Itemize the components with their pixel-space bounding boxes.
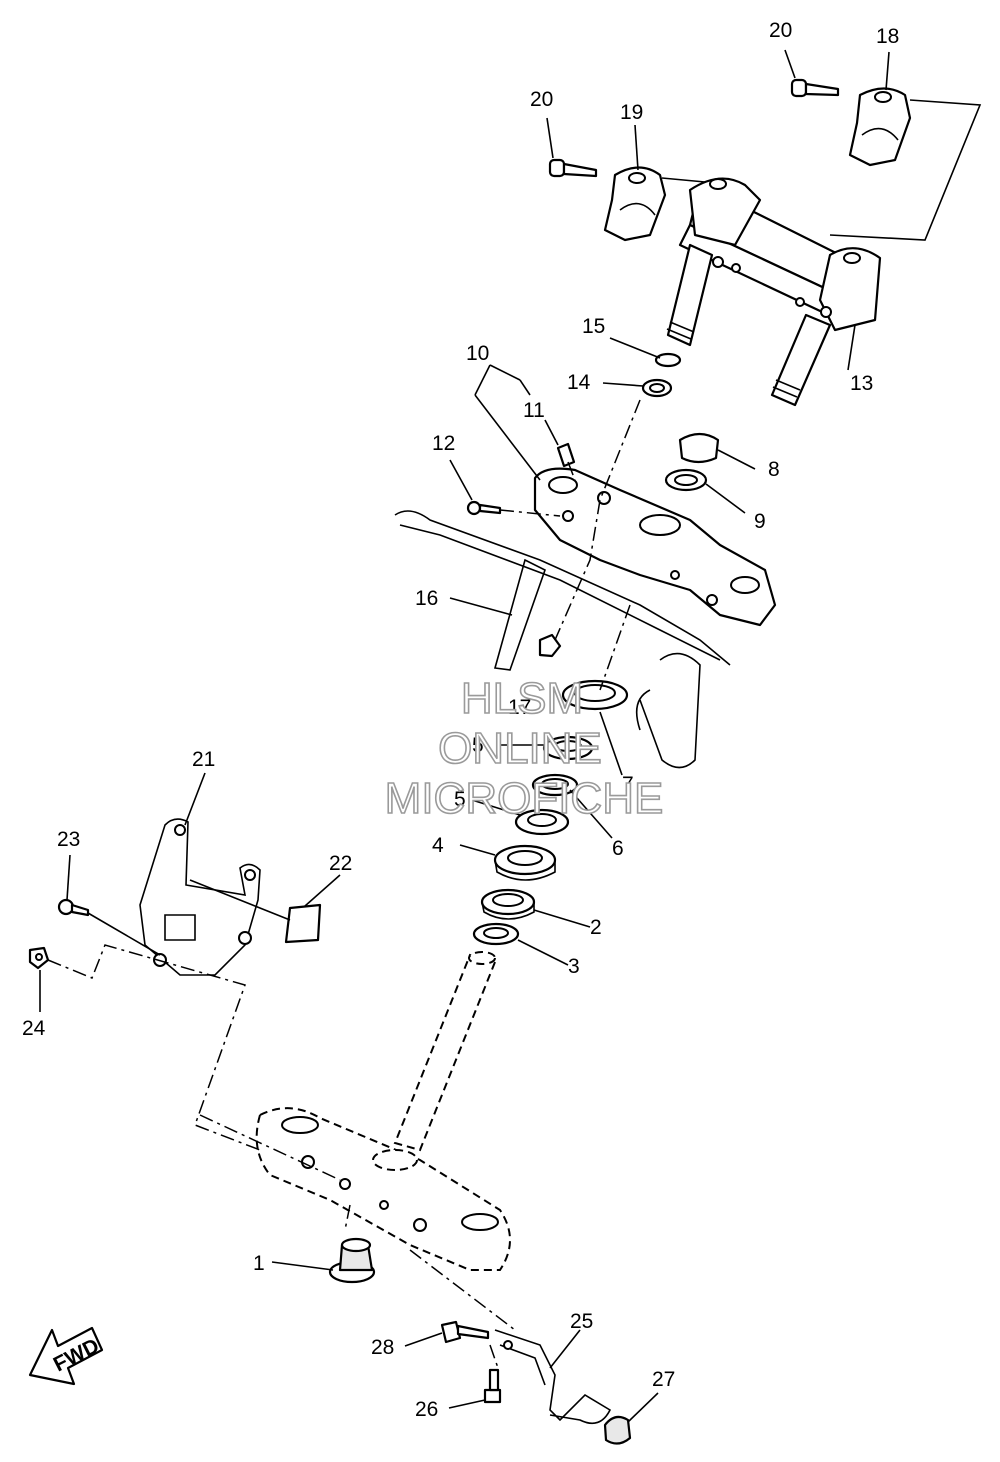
handlebar-holder-part-13 <box>666 177 882 407</box>
washer-part-9 <box>664 468 708 492</box>
leader-lines <box>39 49 982 1423</box>
bolt-part-20-upper <box>790 78 840 98</box>
watermark-line-2: ONLINE <box>438 724 602 773</box>
nut-part-8 <box>678 432 720 464</box>
callout-21: 21 <box>192 748 215 771</box>
callout-9: 9 <box>754 510 766 533</box>
nut-part-24 <box>28 946 50 970</box>
bolt-part-20-lower <box>548 158 598 178</box>
handlebar-clamp-part-19 <box>603 166 667 242</box>
callout-2: 2 <box>590 916 602 939</box>
bolt-part-28 <box>440 1320 490 1344</box>
callout-20a: 20 <box>769 19 792 42</box>
bracket-part-25 <box>494 1329 612 1425</box>
cable-guide-part-16 <box>394 510 731 769</box>
dust-seal-part-4 <box>493 844 557 881</box>
pad-part-22 <box>284 903 322 944</box>
bolt-part-23 <box>57 898 90 917</box>
callout-19: 19 <box>620 101 643 124</box>
callout-16: 16 <box>415 587 438 610</box>
callout-12: 12 <box>432 432 455 455</box>
bolt-part-12 <box>466 500 502 516</box>
callout-11: 11 <box>523 399 545 422</box>
lower-bracket-stem <box>255 951 511 1271</box>
callout-17: 17 <box>508 696 531 719</box>
ring-nut-part-7 <box>561 679 629 711</box>
collar-part-1 <box>328 1237 376 1284</box>
callout-10: 10 <box>466 342 489 365</box>
nut-part-17 <box>538 633 562 658</box>
watermark-line-1: HLSM <box>461 674 583 723</box>
callout-8: 8 <box>768 458 780 481</box>
bolt-part-11 <box>556 442 576 468</box>
callout-14: 14 <box>567 371 591 394</box>
callout-20b: 20 <box>530 88 553 111</box>
race-part-3 <box>472 922 520 946</box>
bolt-part-26 <box>483 1368 502 1404</box>
callout-18: 18 <box>876 25 899 48</box>
callout-25: 25 <box>570 1310 593 1333</box>
cap-part-27 <box>603 1415 632 1445</box>
callout-24: 24 <box>22 1017 46 1040</box>
callout-7: 7 <box>622 773 634 796</box>
upper-bracket-part-10 <box>533 467 777 627</box>
callout-1: 1 <box>253 1252 265 1275</box>
callout-28: 28 <box>371 1336 394 1359</box>
washer-part-15 <box>654 352 682 368</box>
callout-6: 6 <box>612 837 624 860</box>
callout-5b: 5 <box>454 788 466 811</box>
callout-13: 13 <box>850 372 873 395</box>
fwd-arrow-icon: FWD <box>28 1326 104 1386</box>
callout-23: 23 <box>57 828 80 851</box>
washer-part-14 <box>641 378 673 398</box>
watermark-line-3: MICROFICHE <box>385 774 664 823</box>
callout-3: 3 <box>568 955 580 978</box>
callout-labels: 1 2 3 4 5 5 6 7 8 9 10 11 12 13 14 15 16… <box>22 19 899 1421</box>
callout-27: 27 <box>652 1368 675 1391</box>
callout-15: 15 <box>582 315 605 338</box>
bracket-part-21 <box>139 818 261 976</box>
ring-nut-part-5-lower <box>514 808 570 836</box>
bearing-part-2 <box>480 888 536 920</box>
callout-5a: 5 <box>472 734 484 757</box>
watermark: HLSM ONLINE MICROFICHE <box>384 673 664 824</box>
callout-22: 22 <box>329 852 352 875</box>
callout-26: 26 <box>415 1398 438 1421</box>
handlebar-clamp-part-18 <box>848 87 912 167</box>
washer-part-6 <box>531 773 579 797</box>
callout-4: 4 <box>432 834 444 857</box>
ring-nut-part-5-upper <box>542 735 594 761</box>
